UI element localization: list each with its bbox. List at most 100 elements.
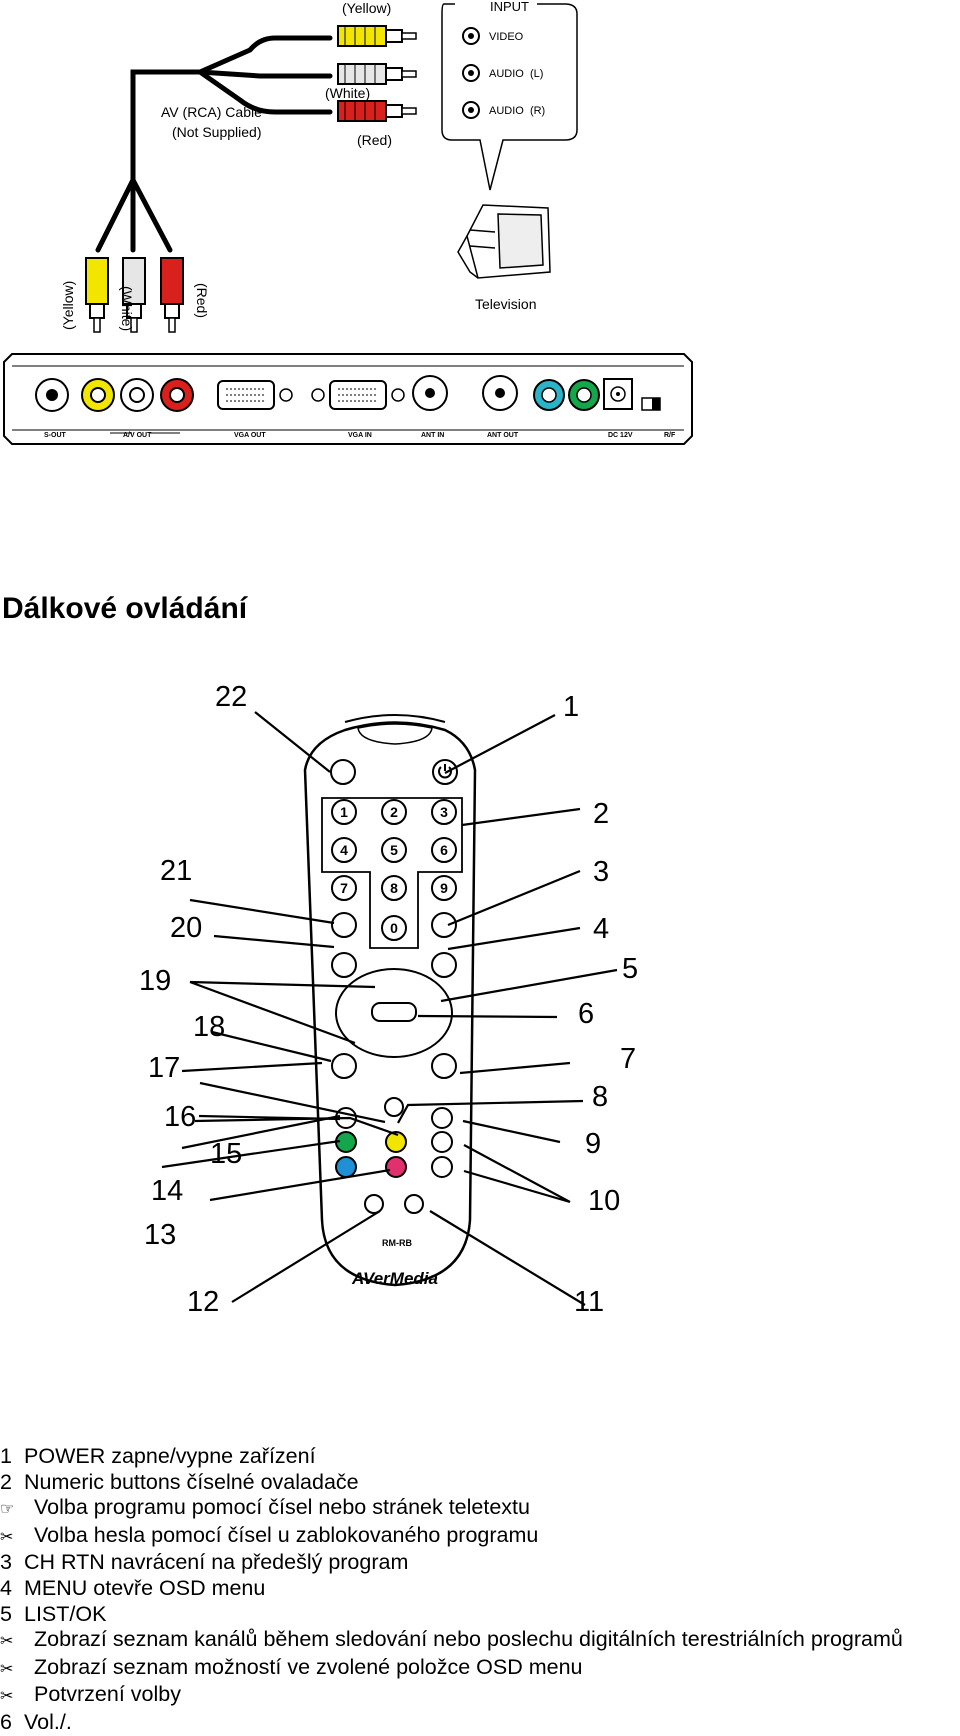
item-text: Zobrazí seznam možností ve zvolené polož… xyxy=(34,1654,583,1679)
tv-label: Television xyxy=(475,296,536,312)
key-9 xyxy=(431,1107,453,1129)
callout-7: 7 xyxy=(620,1043,636,1075)
description-item: 3 CH RTN navrácení na předešlý program xyxy=(0,1550,960,1576)
television-illustration xyxy=(457,204,551,279)
item-text: Zobrazí seznam kanálů během sledování ne… xyxy=(34,1627,903,1652)
callout-15: 15 xyxy=(210,1138,242,1170)
item-number: 1 xyxy=(0,1444,12,1468)
input-port-audio-r: AUDIO (R) xyxy=(489,105,545,117)
callout-numbers: 22 1 2 21 3 20 4 19 5 6 18 7 17 8 16 9 1… xyxy=(139,681,638,1318)
menu-key xyxy=(431,952,457,978)
item-text: CH RTN navrácení na předešlý program xyxy=(24,1550,409,1575)
callout-4: 4 xyxy=(593,913,609,945)
key-20 xyxy=(331,952,357,978)
item-text: LIST/OK xyxy=(24,1601,107,1626)
white-label-top: (White) xyxy=(325,85,370,101)
numeric-key xyxy=(381,799,407,825)
tv-input-callout: INPUT VIDEO AUDIO (L) AUDIO (R) xyxy=(441,0,578,191)
key-10a xyxy=(431,1131,453,1153)
callout-leaders xyxy=(161,711,618,1306)
callout-2: 2 xyxy=(593,798,609,830)
callout-20: 20 xyxy=(170,912,202,944)
callout-21: 21 xyxy=(160,855,192,887)
panel-vga-in: VGA IN xyxy=(348,432,372,439)
panel-ant-in: ANT IN xyxy=(421,432,444,439)
callout-14: 14 xyxy=(151,1175,183,1207)
remote-model: RM-RB xyxy=(382,1238,412,1248)
numeric-key-label: 7 xyxy=(340,880,348,896)
description-subitem: ✂ Zobrazí seznam kanálů během sledování n… xyxy=(0,1627,960,1655)
scissors-icon: ✂ xyxy=(0,1660,14,1678)
input-title: INPUT xyxy=(490,0,529,14)
red-label-top: (Red) xyxy=(357,132,392,148)
callout-18: 18 xyxy=(193,1011,225,1043)
numeric-key-label: 3 xyxy=(440,804,448,820)
numeric-key xyxy=(381,915,407,941)
callout-8: 8 xyxy=(592,1081,608,1113)
numeric-key xyxy=(431,837,457,863)
numeric-key xyxy=(331,799,357,825)
scissors-icon: ✂ xyxy=(0,1633,14,1651)
red-plug-bottom xyxy=(160,257,184,333)
item-text: Potvrzení volby xyxy=(34,1682,181,1707)
white-label-bottom: (White) xyxy=(119,286,135,331)
yellow-key xyxy=(385,1131,407,1153)
red-label-bottom: (Red) xyxy=(194,283,210,318)
numeric-key-label: 9 xyxy=(440,880,448,896)
numeric-key xyxy=(331,837,357,863)
callout-16: 16 xyxy=(164,1101,196,1133)
key-11 xyxy=(404,1194,424,1214)
scissors-icon: ✂ xyxy=(0,1688,14,1706)
item-text: Volba hesla pomocí čísel u zablokovaného… xyxy=(34,1522,539,1547)
panel-dc: DC 12V xyxy=(608,432,633,439)
numeric-key xyxy=(331,875,357,901)
item-number: 4 xyxy=(0,1575,12,1600)
description-item: 5 LIST/OK xyxy=(0,1602,960,1628)
numeric-key-label: 5 xyxy=(390,842,398,858)
key-12 xyxy=(364,1194,384,1214)
white-plug-bottom xyxy=(122,257,146,333)
numeric-key-label: 8 xyxy=(390,880,398,896)
yellow-plug-top xyxy=(337,25,417,47)
item-number: 6 xyxy=(0,1709,12,1734)
callout-11: 11 xyxy=(574,1286,604,1318)
cable-label: AV (RCA) Cable xyxy=(161,104,262,120)
numeric-key-label: 6 xyxy=(440,842,448,858)
item-text: Volba programu pomocí čísel nebo stránek… xyxy=(34,1495,530,1520)
scissors-icon: ✂ xyxy=(0,1528,14,1546)
numeric-key xyxy=(381,837,407,863)
recall-key xyxy=(331,912,357,938)
white-plug-top xyxy=(337,63,417,85)
callout-10: 10 xyxy=(588,1185,620,1217)
callout-22: 22 xyxy=(215,681,247,713)
numeric-key-label: 0 xyxy=(390,920,398,936)
item-text: POWER zapne/vypne zařízení xyxy=(24,1444,316,1468)
input-port-video: VIDEO xyxy=(489,31,524,43)
item-number: 3 xyxy=(0,1550,12,1575)
numeric-key xyxy=(381,875,407,901)
numeric-key-label: 1 xyxy=(340,804,348,820)
remote-brand: AVerMedia xyxy=(351,1269,438,1288)
numeric-key xyxy=(431,875,457,901)
fav-key xyxy=(330,759,356,785)
description-subitem: ✂ Volba hesla pomocí čísel u zablokovanéh… xyxy=(0,1523,960,1551)
pink-key xyxy=(385,1156,407,1178)
red-plug-top xyxy=(337,100,417,122)
panel-vga-out: VGA OUT xyxy=(234,432,266,439)
blue-key xyxy=(335,1156,357,1178)
panel-ant-out: ANT OUT xyxy=(487,432,519,439)
callout-12: 12 xyxy=(187,1286,219,1318)
description-subitem: ✂ Potvrzení volby xyxy=(0,1682,960,1710)
callout-1: 1 xyxy=(563,691,579,723)
description-subitem: ☞Volba programu pomocí čísel nebo stráne… xyxy=(0,1495,960,1523)
cable-note: (Not Supplied) xyxy=(172,124,262,140)
item-text: MENU otevře OSD menu xyxy=(24,1575,266,1600)
panel-s-out: S-OUT xyxy=(44,432,67,439)
key-8 xyxy=(384,1097,404,1117)
item-number: 5 xyxy=(0,1601,12,1626)
yellow-label-top: (Yellow) xyxy=(342,0,391,16)
input-port-audio-l: AUDIO (L) xyxy=(489,68,543,80)
